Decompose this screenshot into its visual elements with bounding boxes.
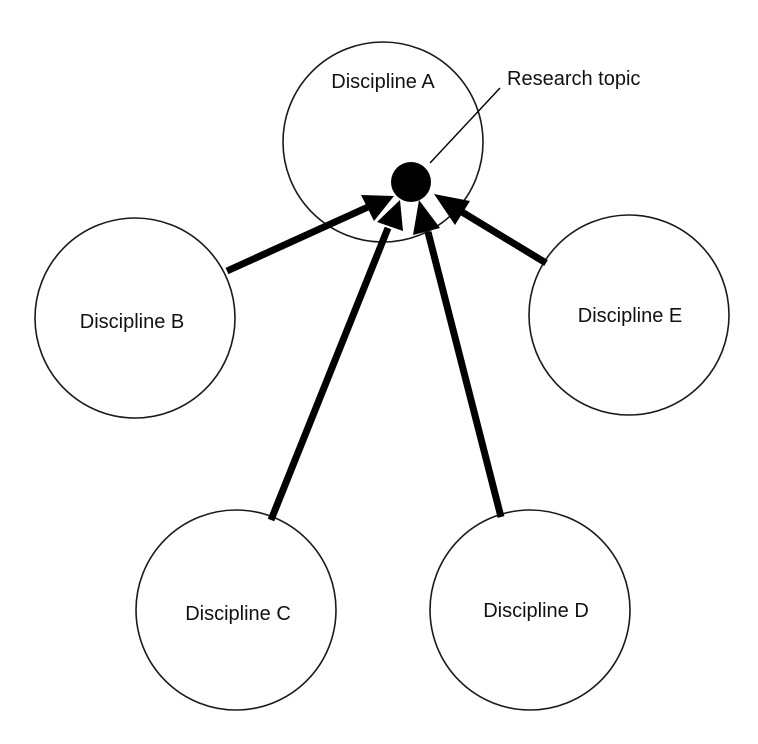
arrow-from-c	[267, 200, 403, 522]
discipline-d-circle	[429, 509, 631, 711]
arrowhead-e	[434, 194, 470, 225]
arrowhead-c	[377, 200, 403, 231]
discipline-b-circle	[34, 217, 236, 419]
discipline-c-label: Discipline C	[185, 603, 291, 625]
arrow-from-e	[434, 194, 548, 266]
arrowhead-d	[413, 200, 440, 235]
discipline-c-node: Discipline C	[135, 509, 337, 711]
discipline-c-circle	[135, 509, 337, 711]
discipline-a-label: Discipline A	[331, 71, 435, 93]
discipline-e-label: Discipline E	[578, 305, 682, 327]
discipline-e-circle	[528, 214, 730, 416]
research-topic-dot	[391, 162, 431, 202]
discipline-b-label: Discipline B	[80, 311, 184, 333]
research-topic: Research topic	[391, 68, 640, 202]
discipline-d-label: Discipline D	[483, 600, 589, 622]
discipline-b-node: Discipline B	[34, 217, 236, 419]
discipline-e-node: Discipline E	[528, 214, 730, 416]
discipline-d-node: Discipline D	[429, 509, 631, 711]
arrow-from-b	[225, 195, 394, 275]
arrowhead-b	[361, 195, 394, 221]
arrow-from-d	[413, 200, 505, 518]
research-topic-label: Research topic	[507, 68, 640, 90]
research-topic-leader-line	[429, 87, 501, 164]
discipline-a-node: Discipline A	[282, 41, 484, 243]
